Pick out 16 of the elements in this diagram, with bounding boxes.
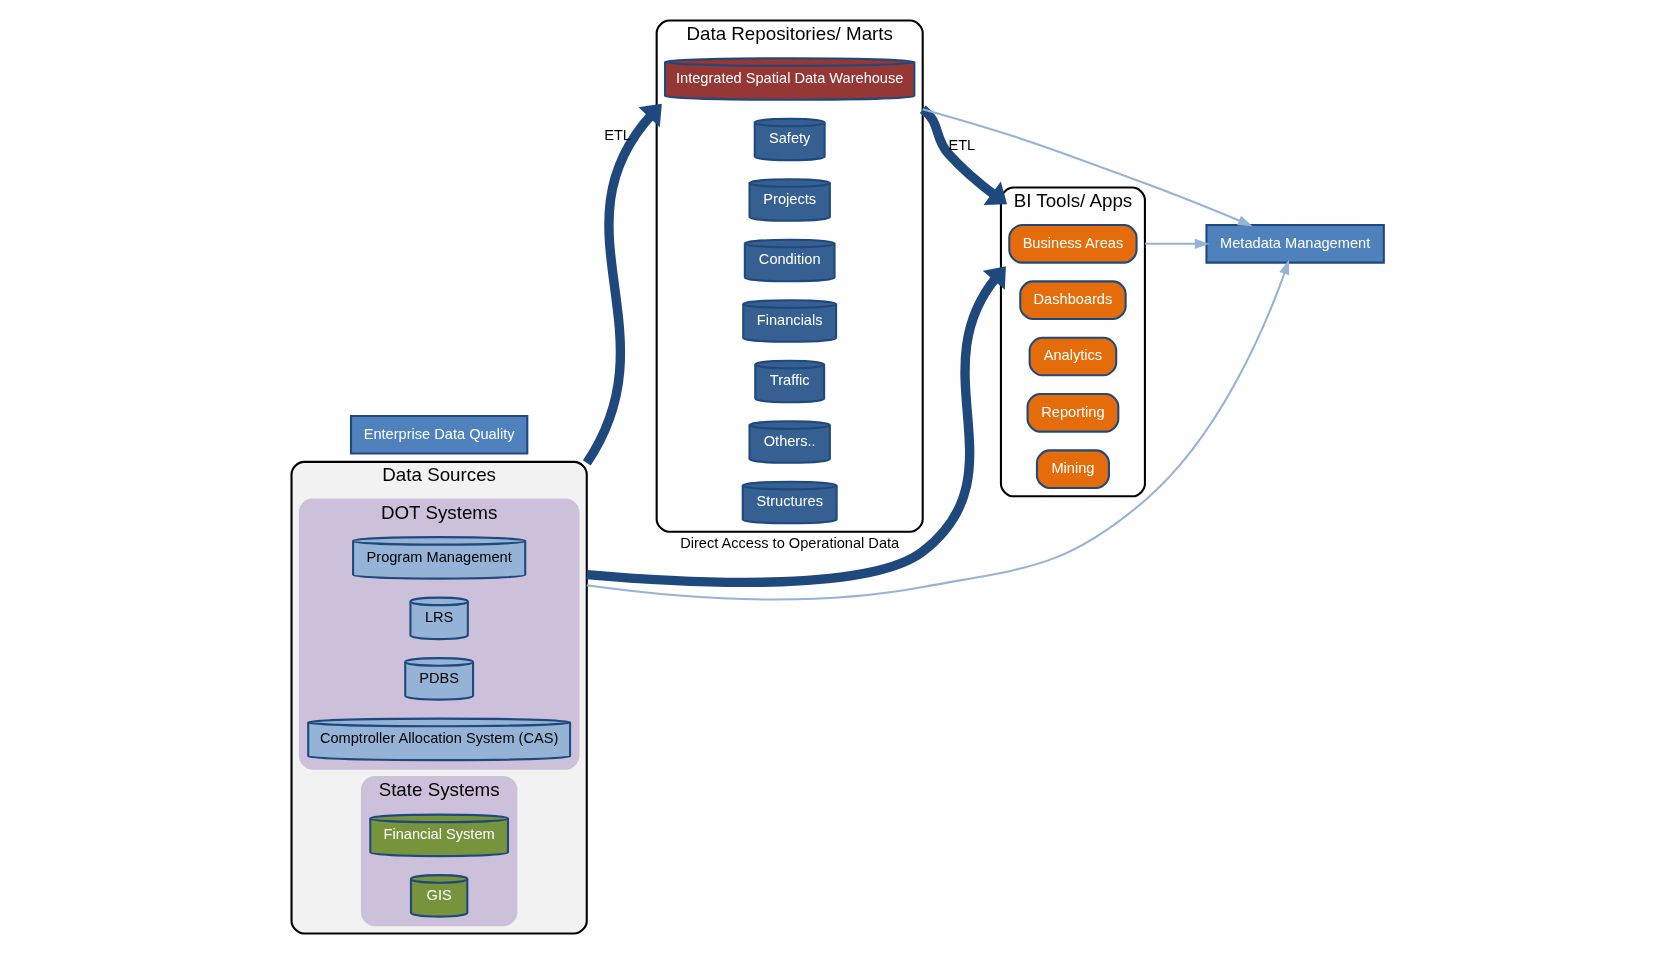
arrow — [586, 259, 1290, 601]
node-box: Reporting — [1026, 393, 1120, 433]
edge-label: Direct Access to Operational Data — [680, 534, 900, 551]
node-box: Metadata Management — [1205, 224, 1385, 264]
arrow — [922, 108, 1253, 227]
edge-label: ETL — [948, 137, 976, 154]
node-box: Enterprise Data Quality — [349, 414, 529, 455]
arrow — [919, 105, 1008, 206]
node-box: Mining — [1035, 449, 1110, 489]
node-box: Analytics — [1028, 336, 1118, 377]
arrow — [586, 266, 1006, 588]
arrow — [1144, 238, 1210, 249]
edge-label: ETL — [604, 126, 631, 143]
node-box: Business Areas — [1008, 224, 1138, 264]
node-box: Dashboards — [1019, 280, 1127, 320]
arrow — [582, 103, 662, 466]
